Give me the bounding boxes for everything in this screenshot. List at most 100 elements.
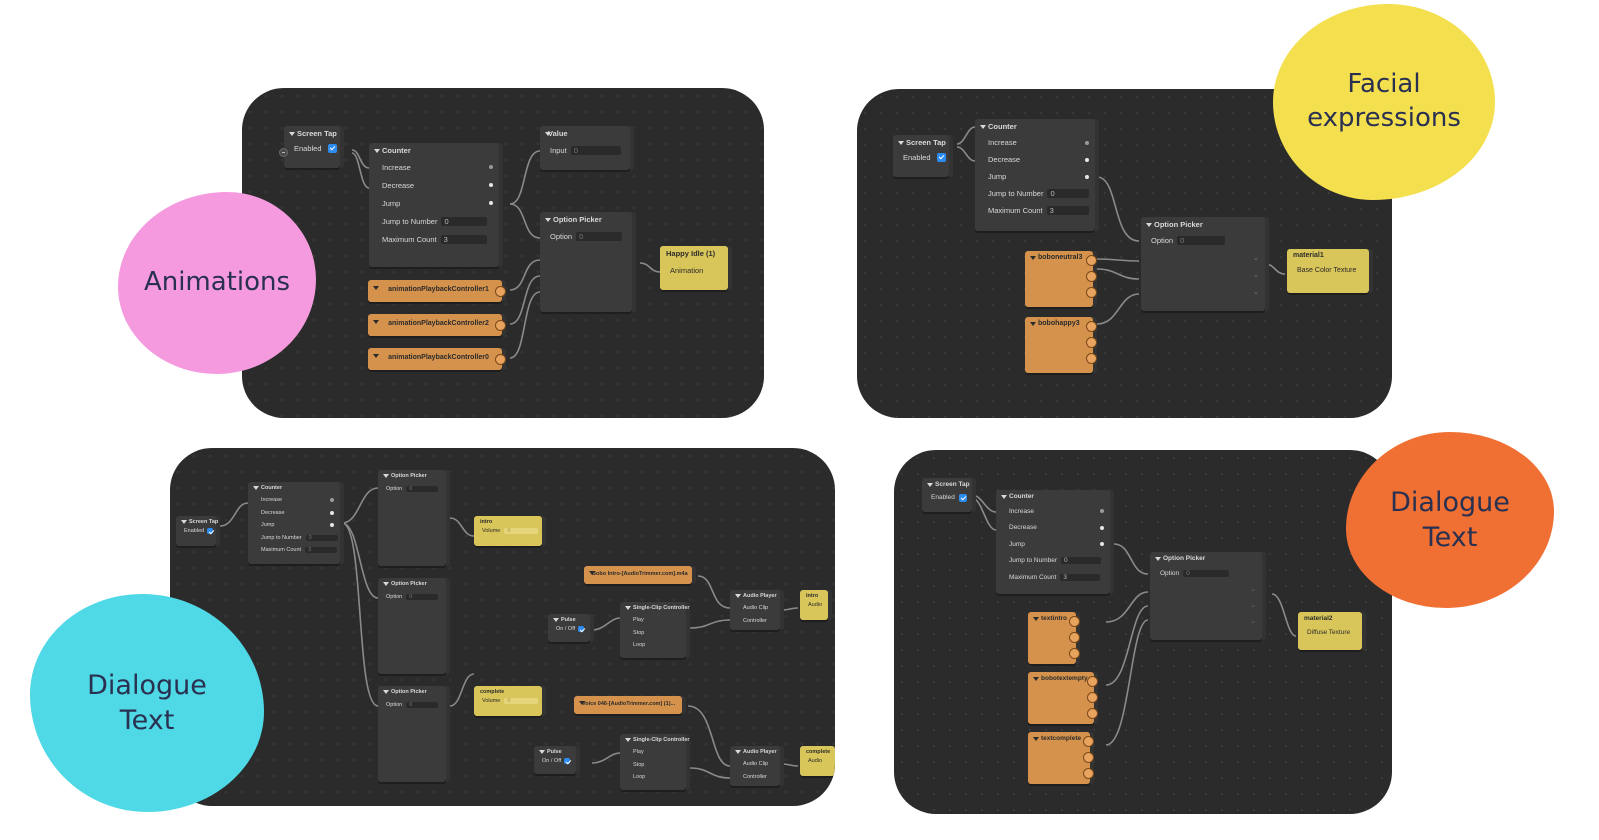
increase-indicator: [1085, 140, 1089, 145]
voice-audio-node[interactable]: Voice 046-[AudioTrimmer.com] (1)...: [574, 696, 682, 714]
counter-node[interactable]: Counter Increase Decrease Jump Jump to N…: [369, 143, 499, 267]
node-title: Option Picker: [1141, 217, 1265, 232]
maximum-count-field[interactable]: 3: [1060, 573, 1101, 581]
stop-label: Stop: [633, 629, 645, 636]
on-off-checkbox[interactable]: [564, 758, 571, 764]
option-field[interactable]: 0: [406, 485, 439, 492]
enabled-checkbox[interactable]: [936, 152, 946, 162]
counter-node[interactable]: Counter Increase Decrease Jump Jump to N…: [248, 482, 340, 564]
intro-audio-output-node[interactable]: intro Audio: [800, 590, 828, 620]
output-port[interactable]: [1087, 692, 1098, 703]
option-field[interactable]: 0: [1183, 569, 1230, 577]
text-intro-node[interactable]: textintro: [1028, 612, 1080, 664]
material2-node[interactable]: material2 Diffuse Texture: [1298, 612, 1362, 650]
audio-player-1[interactable]: Audio Player Audio Clip Controller: [730, 590, 780, 630]
option-field[interactable]: 0: [406, 701, 439, 708]
output-port[interactable]: [1086, 353, 1097, 364]
complete-audio-output-node[interactable]: complete Audio: [800, 746, 835, 776]
pulse-node-1[interactable]: Pulse On / Off: [548, 614, 590, 642]
output-port[interactable]: [495, 354, 506, 365]
input-port[interactable]: [279, 148, 288, 157]
output-port[interactable]: [1069, 632, 1080, 643]
screen-tap-node[interactable]: Screen Tap Enabled: [279, 126, 340, 168]
volume-field[interactable]: 0: [504, 698, 539, 704]
volume-field[interactable]: 0: [504, 528, 539, 534]
bobo-neutral-node[interactable]: boboneutral3: [1025, 251, 1097, 307]
maximum-count-label: Maximum Count: [261, 547, 302, 554]
screen-tap-node[interactable]: Screen Tap Enabled: [176, 516, 218, 546]
output-port[interactable]: [1086, 337, 1097, 348]
option-field[interactable]: 0: [1177, 236, 1226, 245]
output-port[interactable]: [1087, 676, 1098, 687]
node-title: Counter: [975, 119, 1095, 134]
on-off-checkbox[interactable]: [578, 626, 585, 632]
jump-to-number-field[interactable]: 0: [441, 216, 488, 226]
dialogue-audio-patch-panel: Screen Tap Enabled Counter Increase Decr…: [170, 448, 835, 806]
output-port[interactable]: [1083, 768, 1094, 779]
text-complete-node[interactable]: textcomplete: [1028, 732, 1094, 784]
chevron-down-icon[interactable]: ⌄: [1250, 602, 1256, 609]
screen-tap-node[interactable]: Screen Tap Enabled: [893, 135, 949, 177]
bobo-text-empty-node[interactable]: bobotextempty: [1028, 672, 1098, 724]
audio-player-2[interactable]: Audio Player Audio Clip Controller: [730, 746, 780, 786]
enabled-checkbox[interactable]: [207, 528, 214, 534]
enabled-checkbox[interactable]: [327, 143, 337, 153]
option-field[interactable]: 0: [406, 593, 439, 600]
maximum-count-field[interactable]: 3: [1046, 206, 1089, 215]
bobo-intro-audio-node[interactable]: Bobo Intro-[AudioTrimmer.com].m4a: [584, 566, 692, 584]
jump-to-number-field[interactable]: 0: [305, 534, 338, 541]
diffuse-texture-label: Diffuse Texture: [1307, 629, 1351, 636]
counter-node[interactable]: Counter Increase Decrease Jump Jump to N…: [975, 119, 1095, 231]
jump-to-number-field[interactable]: 0: [1047, 189, 1090, 198]
chevron-down-icon[interactable]: ⌄: [1252, 287, 1259, 296]
animation-controller-1-node[interactable]: animationPlaybackController1: [368, 280, 506, 302]
chevron-down-icon[interactable]: ⌄: [1252, 253, 1259, 262]
output-port[interactable]: [1086, 287, 1097, 298]
output-port[interactable]: [1083, 752, 1094, 763]
output-port[interactable]: [1086, 321, 1097, 332]
counter-node[interactable]: Counter Increase Decrease Jump Jump to N…: [996, 490, 1110, 594]
chevron-down-icon[interactable]: ⌄: [1250, 618, 1256, 625]
output-port[interactable]: [1069, 648, 1080, 659]
maximum-count-field[interactable]: 3: [440, 234, 487, 244]
output-port[interactable]: [495, 286, 506, 297]
output-port[interactable]: [1083, 736, 1094, 747]
material1-node[interactable]: material1 Base Color Texture: [1287, 249, 1369, 293]
dialogue2-label-line2: Text: [1422, 522, 1478, 553]
output-port[interactable]: [495, 320, 506, 331]
single-clip-controller-2[interactable]: Single-Clip Controller Play Stop Loop: [620, 734, 690, 790]
increase-indicator: [489, 165, 493, 169]
output-port[interactable]: [1069, 616, 1080, 627]
enabled-checkbox[interactable]: [958, 493, 967, 502]
increase-label: Increase: [382, 162, 411, 172]
facial-expressions-label-blob: Facial expressions: [1273, 4, 1495, 200]
happy-idle-node[interactable]: Happy Idle (1) Animation: [660, 246, 728, 290]
bobo-happy-node[interactable]: bobohappy3: [1025, 317, 1097, 373]
maximum-count-field[interactable]: 3: [305, 547, 338, 554]
animation-controller-0-node[interactable]: animationPlaybackController0: [368, 348, 506, 370]
screen-tap-node[interactable]: Screen Tap Enabled: [922, 478, 972, 512]
jump-to-number-field[interactable]: 0: [1061, 557, 1102, 565]
animation-controller-2-node[interactable]: animationPlaybackController2: [368, 314, 506, 336]
chevron-down-icon[interactable]: ⌄: [1252, 270, 1259, 279]
output-port[interactable]: [1086, 271, 1097, 282]
output-port[interactable]: [1087, 708, 1098, 719]
chevron-down-icon[interactable]: ⌄: [1250, 586, 1256, 593]
pulse-node-2[interactable]: Pulse On / Off: [534, 746, 576, 774]
single-clip-controller-1[interactable]: Single-Clip Controller Play Stop Loop: [620, 602, 690, 658]
jump-to-number-label: Jump to Number: [382, 216, 438, 226]
increase-label: Increase: [1009, 507, 1034, 515]
option-field[interactable]: 0: [576, 231, 623, 241]
input-field[interactable]: 0: [570, 145, 621, 155]
output-port[interactable]: [1086, 255, 1097, 266]
node-title: Audio Player: [730, 746, 780, 758]
